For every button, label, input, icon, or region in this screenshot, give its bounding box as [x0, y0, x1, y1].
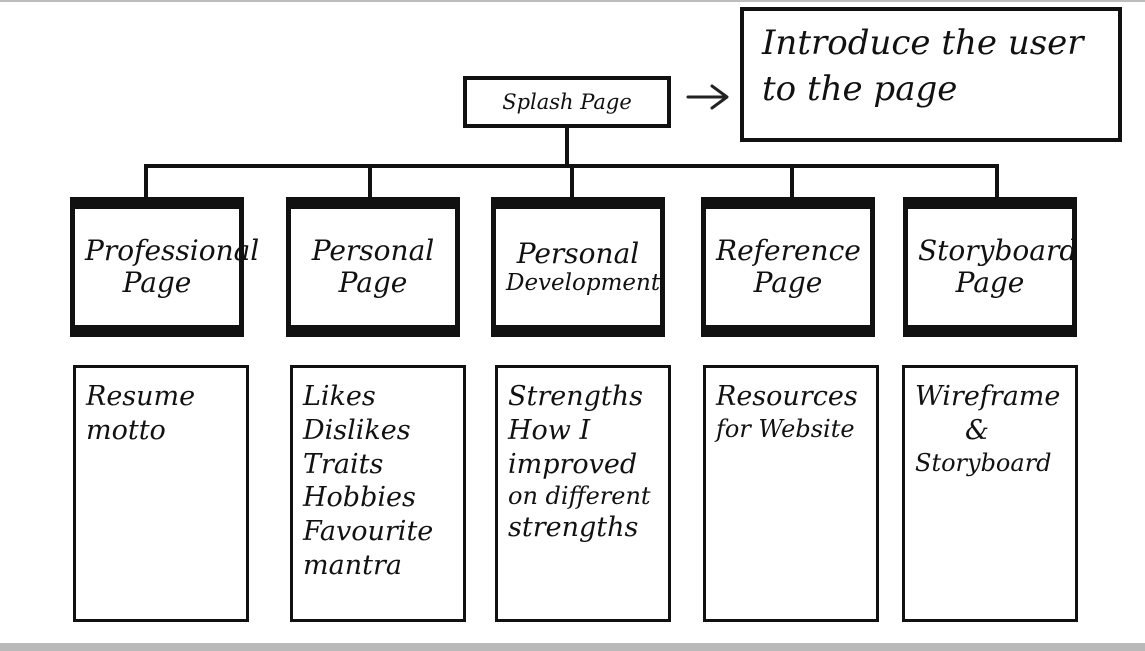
content-line: on different — [508, 482, 651, 511]
content-line: improved — [508, 448, 638, 480]
connector-drop-2 — [368, 164, 372, 198]
page-title-line2: Page — [122, 266, 192, 299]
note-box: Introduce the user to the page — [740, 7, 1122, 142]
connector-drop-1 — [144, 164, 148, 198]
splash-page-box: Splash Page — [463, 76, 671, 128]
page-title-line2: Page — [338, 266, 408, 299]
connector-drop-5 — [995, 164, 999, 198]
content-box-personal-development: Strengths How I improved on different st… — [495, 365, 671, 622]
content-line: strengths — [508, 512, 639, 544]
content-line: mantra — [303, 549, 402, 581]
page-title-line1: Personal — [516, 236, 640, 270]
arrow-right-icon — [686, 84, 729, 110]
content-line: Dislikes — [303, 414, 411, 446]
content-line: Resources — [716, 381, 858, 412]
page-title-line1: Personal — [311, 233, 435, 267]
page-title-line1: Professional — [85, 233, 260, 267]
content-line: Likes — [303, 381, 376, 412]
content-line: Wireframe — [915, 381, 1061, 412]
connector-drop-3 — [570, 164, 574, 198]
page-title-line2: Page — [753, 266, 823, 299]
content-line: motto — [86, 414, 166, 446]
page-box-personal: Personal Page — [286, 197, 460, 337]
content-line: Storyboard — [915, 448, 1052, 477]
connector-drop-4 — [790, 164, 794, 198]
page-box-reference: Reference Page — [701, 197, 875, 337]
page-box-storyboard: Storyboard Page — [903, 197, 1077, 337]
content-line: Strengths — [508, 381, 643, 412]
content-box-storyboard: Wireframe & Storyboard — [902, 365, 1078, 622]
content-line: How I — [508, 414, 591, 446]
content-box-professional: Resume motto — [73, 365, 249, 622]
page-box-professional: Professional Page — [70, 197, 260, 337]
bottom-border — [0, 643, 1145, 651]
content-box-reference: Resources for Website — [703, 365, 879, 622]
page-box-personal-development: Personal Development — [491, 197, 665, 337]
page-title-line1: Reference — [716, 233, 861, 267]
page-title-line1: Storyboard — [918, 233, 1078, 267]
page-title-line2: Page — [955, 266, 1025, 299]
top-border — [0, 0, 1145, 2]
content-line: Resume — [86, 381, 196, 412]
content-line: Traits — [303, 448, 384, 480]
page-title-line2: Development — [506, 269, 661, 296]
content-line: for Website — [716, 414, 855, 443]
content-line: Hobbies — [303, 482, 416, 514]
splash-page-label: Splash Page — [502, 89, 632, 114]
content-line: Favourite — [303, 516, 434, 547]
content-box-personal: Likes Dislikes Traits Hobbies Favourite … — [290, 365, 466, 622]
note-text: Introduce the user to the page — [762, 23, 1084, 109]
content-line: & — [965, 414, 990, 446]
connector-splash-down — [565, 128, 569, 166]
